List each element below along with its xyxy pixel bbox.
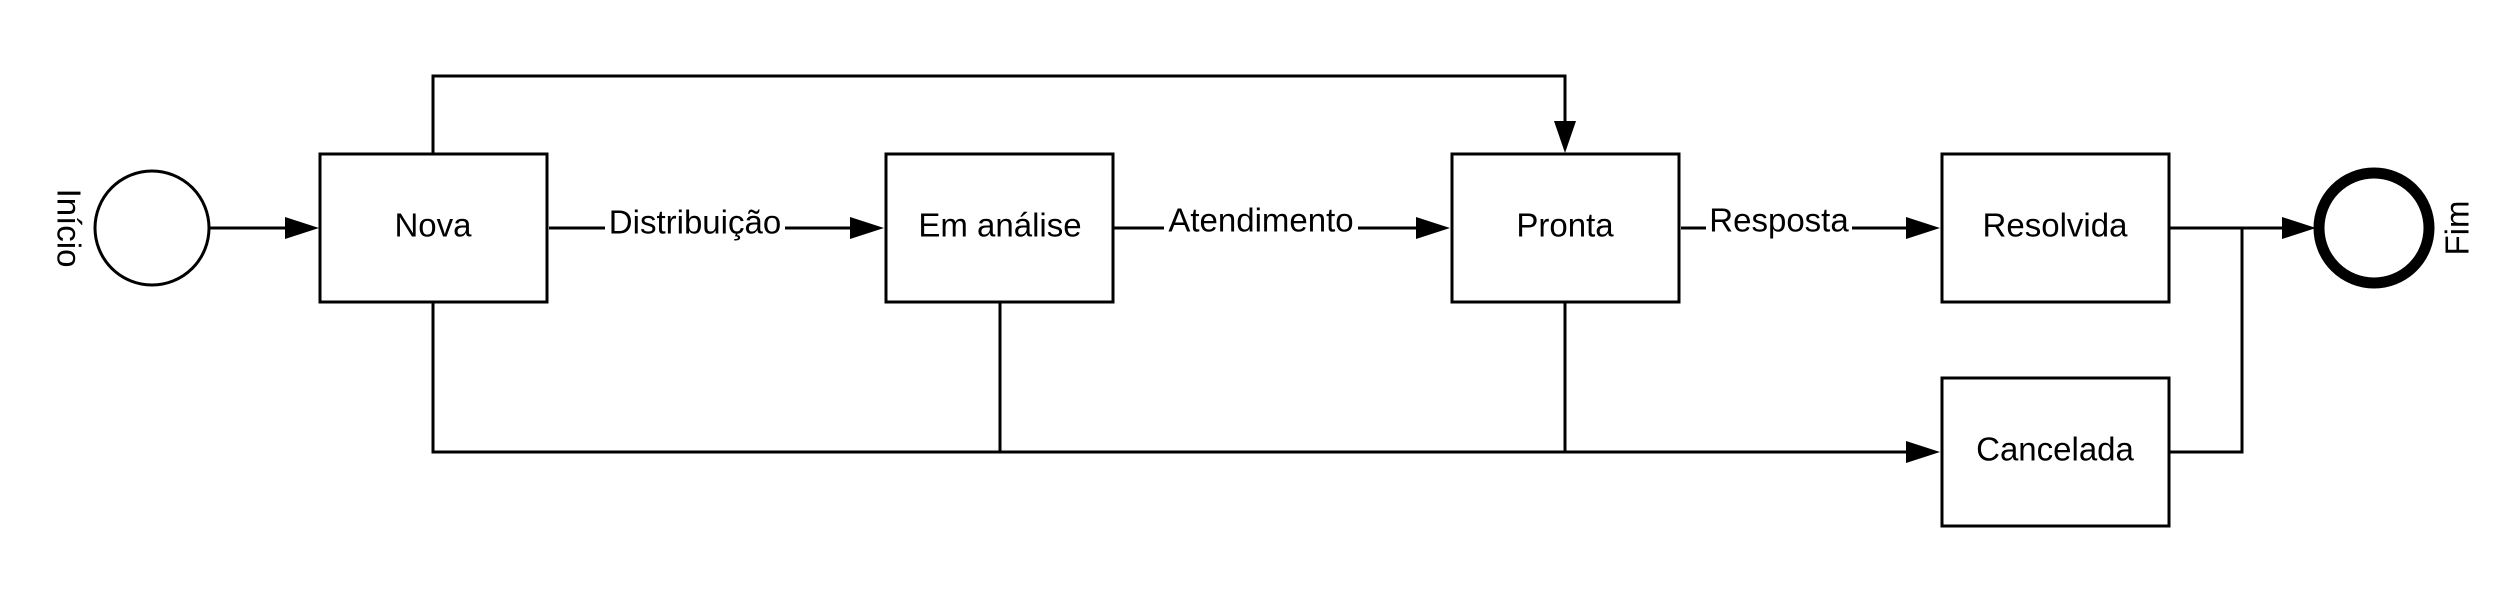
transition-label-atendimento: Atendimento xyxy=(1164,202,1358,244)
state-pronta-box xyxy=(1450,152,1681,304)
edge-cancelada-to-fim xyxy=(2168,228,2244,454)
transition-label-distribuicao-bg xyxy=(605,206,785,246)
edge-nova-to-pronta-bypass xyxy=(431,74,1567,154)
state-em-analise-label: Em análise xyxy=(918,207,1081,244)
arrowhead-nova xyxy=(285,217,319,239)
transition-label-distribuicao: Distribuição xyxy=(605,204,785,246)
state-nova-box xyxy=(318,152,549,304)
transition-label-distribuicao-text: Distribuição xyxy=(609,204,781,241)
end-event-label: Fim xyxy=(2439,201,2476,256)
state-nova: Nova xyxy=(318,152,549,304)
transition-label-atendimento-bg xyxy=(1164,204,1358,244)
start-event-label: Início xyxy=(50,189,87,268)
arrowhead-em-analise xyxy=(850,217,884,239)
arrowhead-cancelada xyxy=(1906,441,1940,463)
arrowhead-pronta-top xyxy=(1554,121,1576,153)
state-resolvida-label: Resolvida xyxy=(1983,207,2129,244)
transition-label-resposta: Resposta xyxy=(1706,202,1852,244)
transition-label-resposta-bg xyxy=(1706,204,1852,244)
state-em-analise: Em análise xyxy=(884,152,1115,304)
state-cancelada-box xyxy=(1940,376,2171,528)
transition-label-atendimento-text: Atendimento xyxy=(1168,202,1353,239)
transition-label-resposta-text: Resposta xyxy=(1709,202,1849,239)
state-pronta: Pronta xyxy=(1450,152,1681,304)
start-event-circle xyxy=(93,169,211,287)
arrowhead-pronta xyxy=(1416,217,1450,239)
end-event-circle xyxy=(2313,167,2435,289)
edge-nova-to-cancelada xyxy=(431,302,1912,454)
state-pronta-label: Pronta xyxy=(1516,207,1614,244)
arrowhead-resolvida xyxy=(1906,217,1940,239)
state-cancelada: Cancelada xyxy=(1940,376,2171,528)
end-event: Fim xyxy=(2313,167,2476,289)
state-cancelada-label: Cancelada xyxy=(1976,431,2134,468)
state-resolvida-box xyxy=(1940,152,2171,304)
state-nova-label: Nova xyxy=(394,207,472,244)
state-resolvida: Resolvida xyxy=(1940,152,2171,304)
arrowhead-fim xyxy=(2282,217,2316,239)
start-event: Início xyxy=(50,169,211,287)
state-em-analise-box xyxy=(884,152,1115,304)
